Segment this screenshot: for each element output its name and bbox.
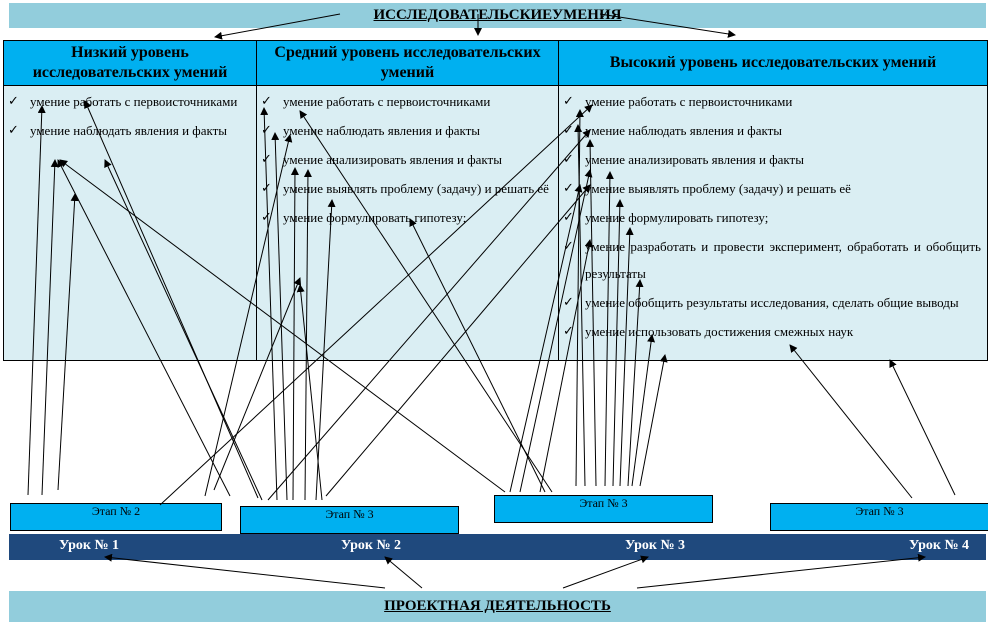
check-icon: ✓ (563, 210, 574, 225)
check-icon: ✓ (563, 94, 574, 109)
skill-text: умение использовать достижения смежных н… (585, 324, 854, 339)
lesson-label: Урок № 3 (625, 538, 686, 553)
title-banner: ИССЛЕДОВАТЕЛЬСКИЕУМЕНИЯ (9, 3, 986, 28)
connector-arrow (889, 359, 956, 496)
skill-text: умение выявлять проблему (задачу) и реша… (585, 181, 851, 196)
mid-level-skills: ✓ умение работать с первоисточниками ✓ уме… (256, 85, 559, 361)
check-icon: ✓ (261, 123, 272, 138)
check-icon: ✓ (261, 94, 272, 109)
check-icon: ✓ (261, 210, 272, 225)
check-icon: ✓ (563, 181, 574, 196)
list-item: ✓ умение формулировать гипотезу; (563, 204, 981, 231)
stage-label: Этап № 3 (855, 504, 904, 518)
connector-arrow (384, 556, 423, 589)
diagram-title: ИССЛЕДОВАТЕЛЬСКИЕУМЕНИЯ (373, 7, 622, 23)
list-item: ✓ умение наблюдать явления и факты (563, 117, 981, 144)
skill-text: умение работать с первоисточниками (30, 94, 238, 109)
header-mid-level: Средний уровень исследовательских умений (256, 40, 559, 86)
skill-text: умение наблюдать явления и факты (30, 123, 228, 138)
check-icon: ✓ (563, 152, 574, 167)
check-icon: ✓ (261, 181, 272, 196)
skill-text: умение работать с первоисточниками (585, 94, 793, 109)
stage-box: Этап № 2 (10, 503, 222, 531)
check-icon: ✓ (563, 324, 574, 339)
list-item: ✓ умение анализировать явления и факты (563, 146, 981, 173)
check-icon: ✓ (563, 239, 574, 254)
list-item: ✓ умение работать с первоисточниками (563, 88, 981, 115)
connector-arrow (789, 344, 913, 499)
header-low-level: Низкий уровень исследовательских умений (3, 40, 257, 86)
skill-text: умение выявлять проблему (задачу) и реша… (283, 181, 549, 196)
list-item: ✓ умение наблюдать явления и факты (8, 117, 250, 144)
list-item: ✓ умение работать с первоисточниками (8, 88, 250, 115)
list-item: ✓ умение выявлять проблему (задачу) и реш… (261, 175, 552, 202)
skills-table: Низкий уровень исследовательских умений … (3, 40, 988, 361)
list-item: ✓ умение формулировать гипотезу; (261, 204, 552, 231)
list-item: ✓ умение наблюдать явления и факты (261, 117, 552, 144)
check-icon: ✓ (563, 123, 574, 138)
header-high-level: Высокий уровень исследовательских умений (558, 40, 988, 86)
list-item: ✓ умение выявлять проблему (задачу) и реш… (563, 175, 981, 202)
connector-arrow (636, 553, 926, 589)
check-icon: ✓ (261, 152, 272, 167)
skill-text: умение анализировать явления и факты (585, 152, 804, 167)
footer-title: ПРОЕКТНАЯ ДЕЯТЕЛЬНОСТЬ (384, 598, 611, 614)
connector-arrow (639, 354, 668, 487)
lesson-label: Урок № 4 (909, 538, 970, 553)
list-item: ✓ умение обобщить результаты исследования… (563, 289, 981, 316)
check-icon: ✓ (8, 123, 19, 138)
high-level-skills: ✓ умение работать с первоисточниками ✓ уме… (558, 85, 988, 361)
lesson-label: Урок № 2 (341, 538, 402, 553)
list-item: ✓ умение разработать и провести экспериме… (563, 233, 981, 287)
stage-box: Этап № 3 (494, 495, 713, 523)
footer-banner: ПРОЕКТНАЯ ДЕЯТЕЛЬНОСТЬ (9, 591, 986, 622)
lesson-bar: Урок № 1 Урок № 2 Урок № 3 Урок № 4 (9, 534, 986, 560)
skill-text: умение разработать и провести эксперимен… (585, 239, 981, 281)
list-item: ✓ умение анализировать явления и факты (261, 146, 552, 173)
skill-text: умение обобщить результаты исследования,… (585, 295, 959, 310)
connector-arrow (562, 555, 649, 589)
low-level-skills: ✓ умение работать с первоисточниками ✓ уме… (3, 85, 257, 361)
skill-text: умение наблюдать явления и факты (585, 123, 783, 138)
stage-box: Этап № 3 (240, 506, 459, 534)
stage-box: Этап № 3 (770, 503, 988, 531)
lesson-label: Урок № 1 (59, 538, 120, 553)
list-item: ✓ умение использовать достижения смежных … (563, 318, 981, 345)
skill-text: умение формулировать гипотезу; (283, 210, 467, 225)
skill-text: умение работать с первоисточниками (283, 94, 491, 109)
skill-text: умение формулировать гипотезу; (585, 210, 769, 225)
check-icon: ✓ (8, 94, 19, 109)
connector-arrow (104, 553, 386, 589)
skill-text: умение анализировать явления и факты (283, 152, 502, 167)
skill-text: умение наблюдать явления и факты (283, 123, 481, 138)
stage-label: Этап № 3 (325, 507, 374, 521)
check-icon: ✓ (563, 295, 574, 310)
list-item: ✓ умение работать с первоисточниками (261, 88, 552, 115)
stage-label: Этап № 3 (579, 496, 628, 510)
stage-label: Этап № 2 (91, 504, 141, 518)
